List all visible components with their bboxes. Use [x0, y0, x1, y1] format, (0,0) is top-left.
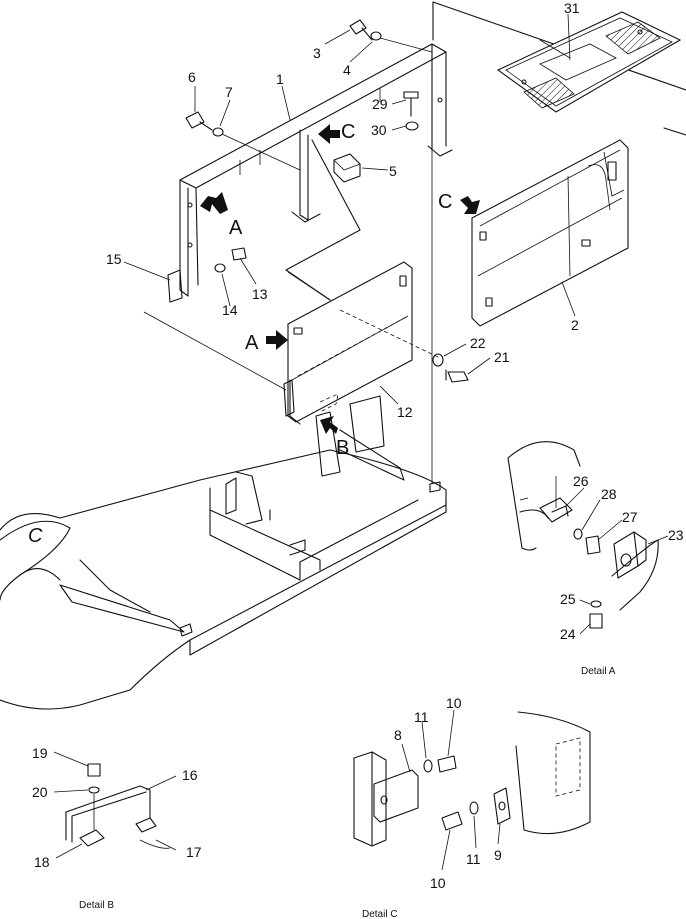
label-part-30: 30 — [371, 122, 387, 138]
part-10-bolt-upper — [437, 755, 457, 773]
arrow-a-main — [200, 192, 228, 214]
label-part-27: 27 — [622, 509, 638, 525]
part-7-washer — [212, 127, 224, 137]
label-part-14: 14 — [222, 302, 238, 318]
caption-detail-b: Detail B — [79, 900, 114, 911]
part-23-latch — [611, 531, 659, 611]
label-part-24: 24 — [560, 626, 576, 642]
label-part-21: 21 — [494, 349, 510, 365]
label-part-29: 29 — [372, 96, 388, 112]
part-labels: 1 2 3 4 5 6 7 8 9 10 10 11 11 12 13 14 1… — [32, 0, 684, 891]
label-part-10-upper: 10 — [446, 695, 462, 711]
view-letter-a-panel: A — [245, 332, 259, 354]
label-part-5: 5 — [389, 163, 397, 179]
part-24-bolt — [589, 613, 603, 629]
part-29-bolt — [403, 91, 419, 117]
label-part-20: 20 — [32, 784, 48, 800]
label-part-22: 22 — [470, 335, 486, 351]
label-part-25: 25 — [560, 591, 576, 607]
label-part-12: 12 — [397, 404, 413, 420]
chassis-mark: C — [28, 525, 43, 547]
view-letters: A A B C C — [229, 121, 452, 459]
label-part-2: 2 — [571, 317, 579, 333]
label-part-9: 9 — [494, 847, 502, 863]
part-13-bolt — [231, 247, 247, 261]
label-part-7: 7 — [225, 84, 233, 100]
part-10-bolt-lower — [441, 811, 463, 831]
label-part-28: 28 — [601, 486, 617, 502]
arrow-b — [320, 416, 338, 434]
part-21-bolt — [445, 369, 469, 383]
view-letter-b: B — [336, 437, 349, 459]
label-part-15: 15 — [106, 251, 122, 267]
part-30-washer — [405, 121, 419, 131]
arrow-a-panel — [266, 330, 288, 350]
detail-b — [65, 763, 171, 849]
label-part-16: 16 — [182, 767, 198, 783]
arrow-c-frame — [318, 124, 340, 144]
part-2-door — [471, 139, 629, 327]
part-14-washer — [214, 263, 226, 273]
part-28-washer — [573, 528, 583, 540]
part-1-frame — [167, 43, 453, 303]
view-arrows — [200, 124, 480, 434]
part-19-bolt — [87, 763, 101, 777]
part-11-washer-upper — [423, 759, 433, 773]
part-25-washer — [590, 600, 602, 608]
detail-c — [353, 711, 591, 847]
part-3-bolt — [349, 19, 373, 41]
caption-detail-c: Detail C — [362, 909, 398, 919]
label-part-17: 17 — [186, 844, 202, 860]
detail-a — [507, 441, 659, 629]
part-17-bracket — [135, 817, 171, 849]
label-part-4: 4 — [343, 62, 351, 78]
view-letter-a-main: A — [229, 217, 243, 239]
label-part-26: 26 — [573, 473, 589, 489]
label-part-18: 18 — [34, 854, 50, 870]
part-11-washer-lower — [469, 801, 479, 815]
part-31-cover-plate — [496, 11, 682, 113]
detail-captions: Detail A Detail B Detail C — [79, 666, 616, 919]
label-part-8: 8 — [394, 727, 402, 743]
label-part-23: 23 — [668, 527, 684, 543]
label-part-3: 3 — [313, 45, 321, 61]
part-5-rubber — [333, 153, 361, 183]
part-20-washer — [88, 786, 100, 794]
part-27-bolt — [585, 535, 601, 555]
view-letter-c-frame: C — [341, 121, 355, 143]
leader-lines — [53, 13, 669, 871]
part-16-handle — [65, 785, 151, 843]
chassis: C — [0, 395, 447, 710]
label-part-11-upper: 11 — [414, 709, 429, 725]
part-4-washer — [370, 31, 382, 41]
part-9-catch — [493, 787, 511, 825]
label-part-1: 1 — [276, 71, 284, 87]
label-part-13: 13 — [252, 286, 268, 302]
part-6-bolt — [185, 111, 213, 131]
part-8-striker — [373, 769, 419, 823]
arrow-c-door — [460, 196, 480, 214]
label-part-11-lower: 11 — [466, 851, 481, 867]
caption-detail-a: Detail A — [581, 666, 616, 677]
view-letter-c-door: C — [438, 191, 452, 213]
part-18-bracket — [79, 829, 105, 847]
part-22-washer — [432, 353, 444, 367]
label-part-19: 19 — [32, 745, 48, 761]
label-part-10-lower: 10 — [430, 875, 446, 891]
part-12-panel — [283, 261, 413, 425]
label-part-6: 6 — [188, 69, 196, 85]
label-part-31: 31 — [564, 0, 580, 16]
